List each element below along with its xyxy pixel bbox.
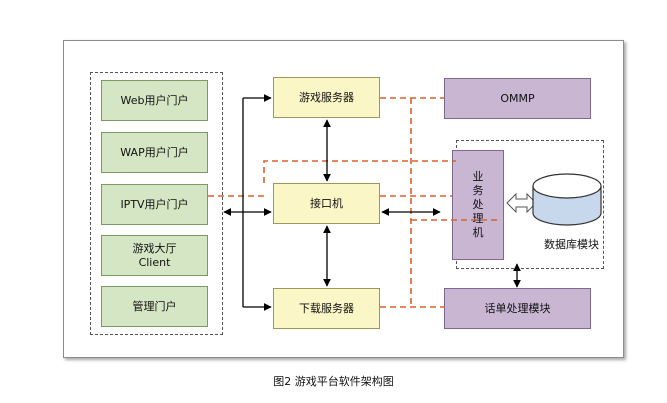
portal-group: [90, 72, 223, 335]
admin-portal-label: 管理门户: [132, 299, 177, 313]
web-portal-label: Web用户门户: [120, 93, 189, 107]
hollow-double-arrow: [506, 192, 537, 214]
database-label: 数据库模块: [544, 237, 599, 251]
interface-machine-label: 接口机: [310, 196, 343, 210]
billing-label: 话单处理模块: [484, 301, 551, 315]
figure-caption: 图2 游戏平台软件架构图: [273, 375, 394, 388]
iptv-portal-label: IPTV用户门户: [120, 197, 189, 211]
game-lobby-label: 游戏大厅 Client: [132, 241, 177, 269]
business-char-5: 机: [472, 226, 484, 239]
game-server: 游戏服务器: [273, 77, 380, 118]
game-lobby-client: 游戏大厅 Client: [101, 235, 208, 276]
solid-links: [223, 94, 521, 311]
wap-portal: WAP用户门户: [101, 132, 208, 173]
game-server-label: 游戏服务器: [299, 90, 354, 104]
business-char-3: 处: [472, 198, 484, 211]
business-processor: 业 务 处 理 机: [452, 150, 504, 260]
dashed-links: [208, 97, 500, 308]
download-server-label: 下载服务器: [299, 301, 354, 315]
interface-machine: 接口机: [273, 183, 380, 224]
download-server: 下载服务器: [273, 288, 380, 329]
billing-module: 话单处理模块: [444, 288, 591, 329]
business-char-1: 业: [472, 170, 484, 183]
iptv-portal: IPTV用户门户: [101, 184, 208, 225]
admin-portal: 管理门户: [101, 286, 208, 327]
database-icon: [532, 173, 602, 226]
link-top-dashed: [263, 160, 456, 183]
ommp-box: OMMP: [444, 78, 591, 119]
web-portal: Web用户门户: [101, 80, 208, 121]
business-char-2: 务: [472, 184, 484, 197]
ommp-label: OMMP: [500, 91, 535, 105]
wap-portal-label: WAP用户门户: [120, 145, 189, 159]
business-char-4: 理: [472, 212, 484, 225]
